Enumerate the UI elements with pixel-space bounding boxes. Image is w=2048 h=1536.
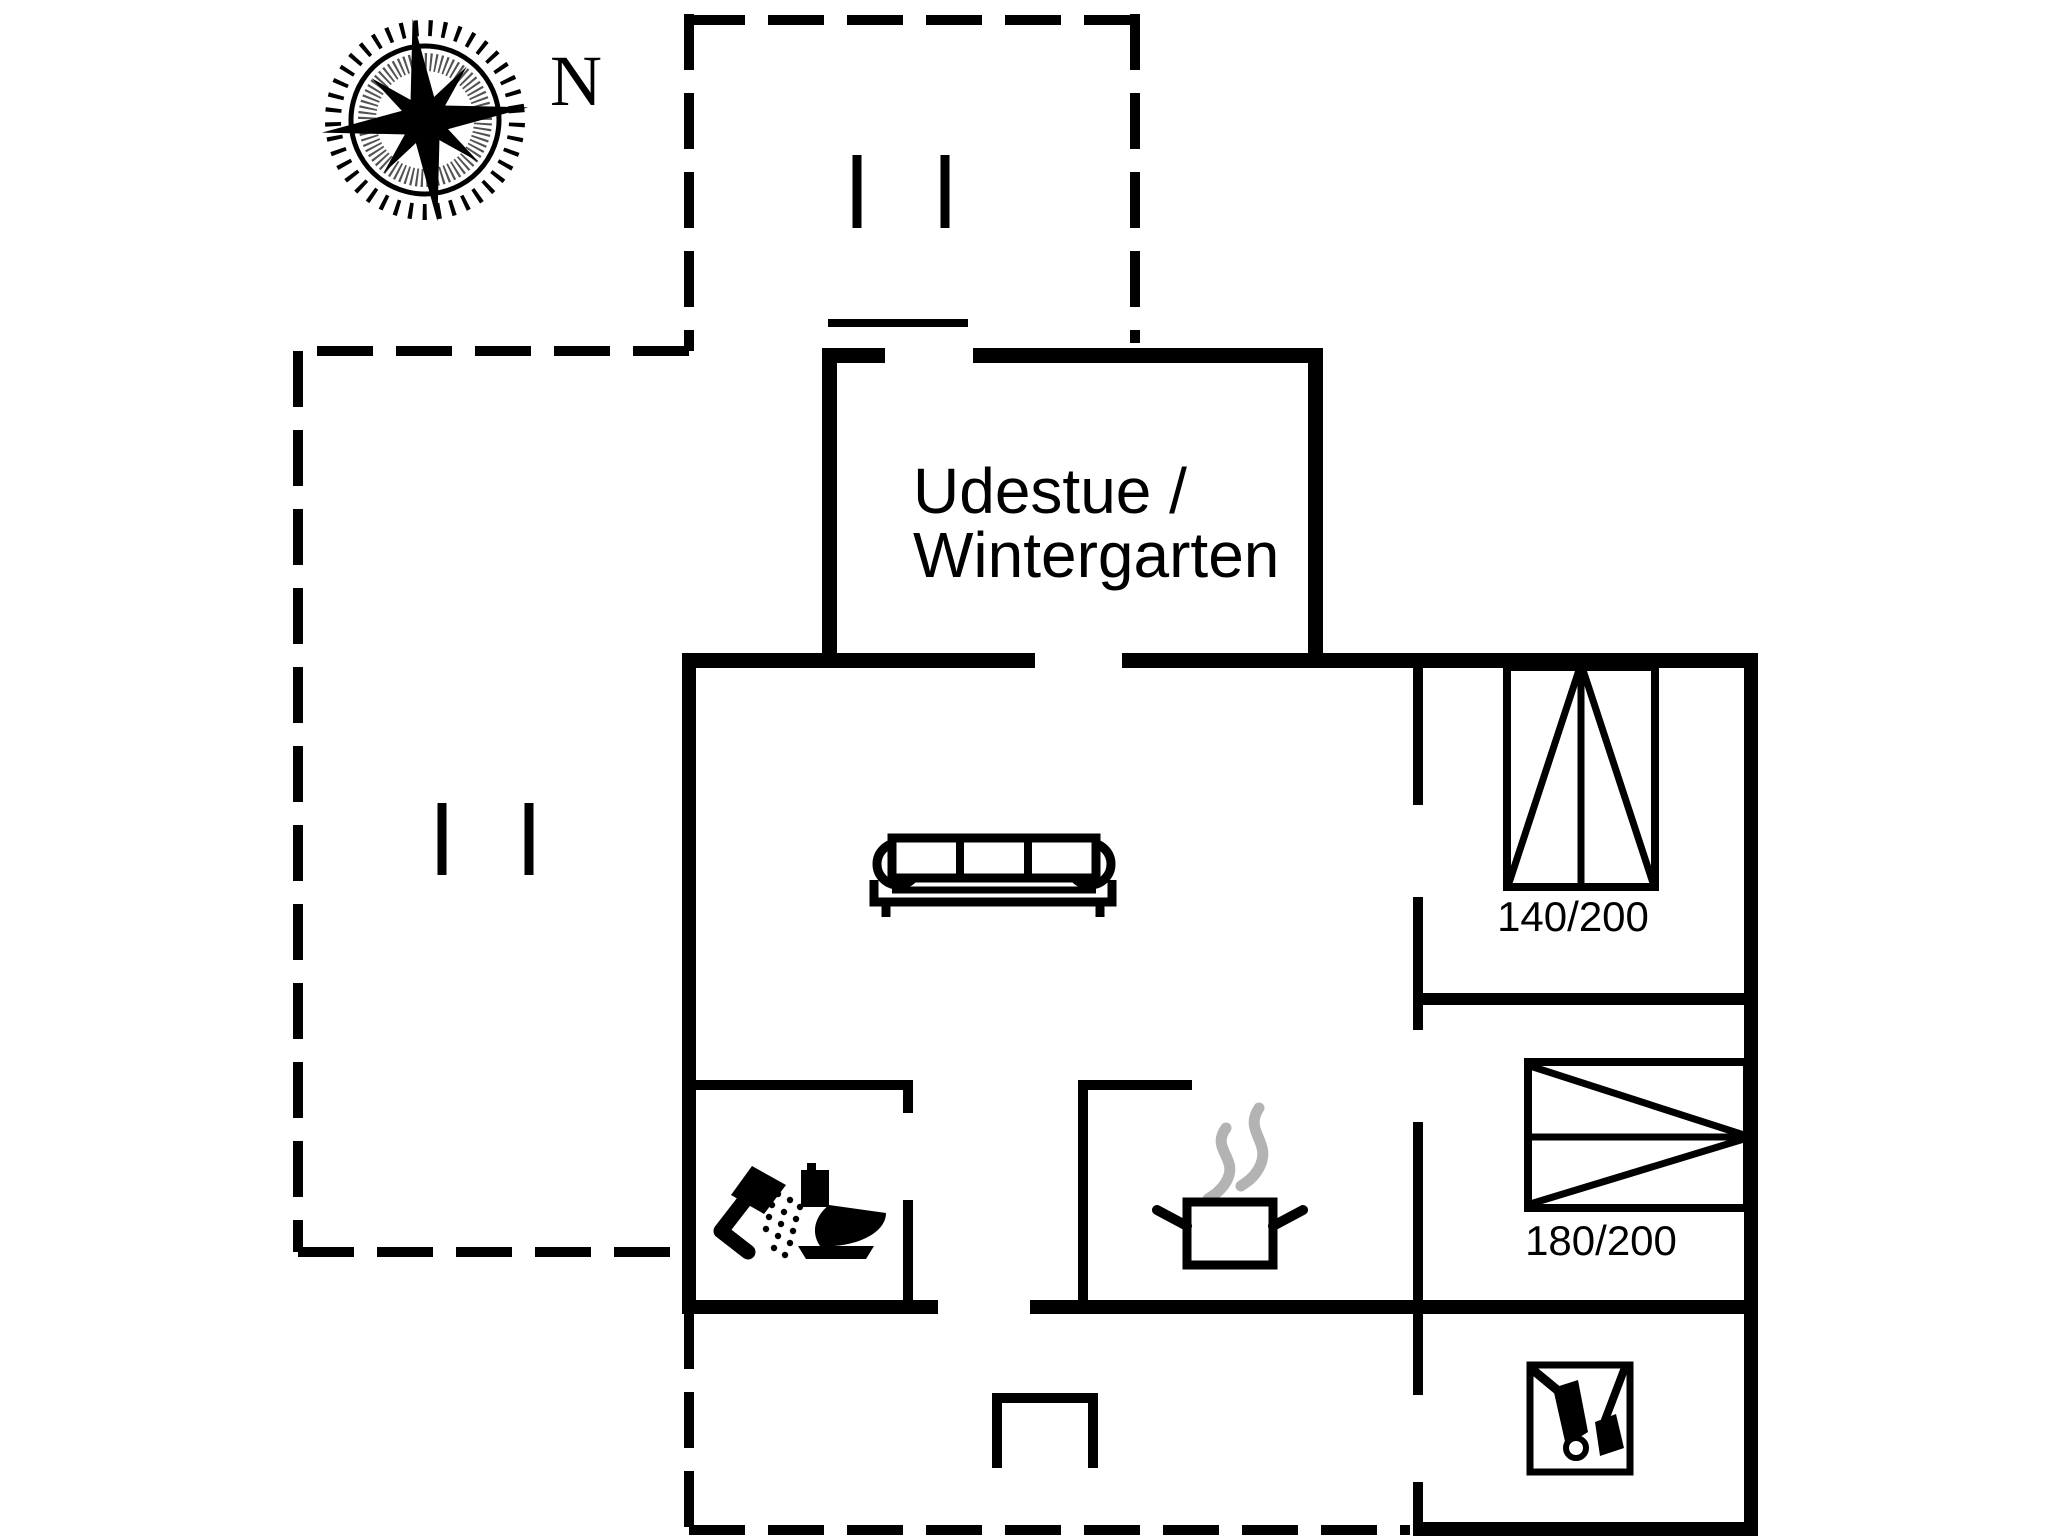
terrace-door-ticks xyxy=(437,155,950,875)
compass-rose-icon: N xyxy=(321,18,602,222)
toilet-icon xyxy=(798,1163,886,1259)
bed-140x200-icon: 140/200 xyxy=(1497,663,1659,940)
wintergarten-label: Udestue / Wintergarten xyxy=(913,455,1279,591)
bed-180x200-icon: 180/200 xyxy=(1524,1058,1751,1264)
wintergarten-walls xyxy=(822,319,1323,667)
room-name-line1: Udestue / xyxy=(913,455,1187,527)
bed-140-size-label: 140/200 xyxy=(1497,893,1649,940)
compass-north-label: N xyxy=(550,41,602,121)
terrace-north-outline xyxy=(684,14,1140,351)
sofa-icon xyxy=(869,833,1117,917)
shower-icon xyxy=(713,1166,804,1260)
steam-icon xyxy=(1202,1102,1269,1205)
cooking-pot-icon xyxy=(1152,1197,1308,1270)
wintergarten-window xyxy=(828,319,968,327)
house-outer-walls xyxy=(682,653,1758,1536)
interior-walls xyxy=(696,668,1744,1527)
bed-180-size-label: 180/200 xyxy=(1525,1217,1677,1264)
terrace-west-outline xyxy=(293,346,689,1257)
garden-tools-icon xyxy=(1526,1361,1634,1476)
entrance-step-icon xyxy=(992,1393,1098,1468)
terrace-south-outline xyxy=(684,1313,1410,1535)
room-name-line2: Wintergarten xyxy=(913,519,1279,591)
